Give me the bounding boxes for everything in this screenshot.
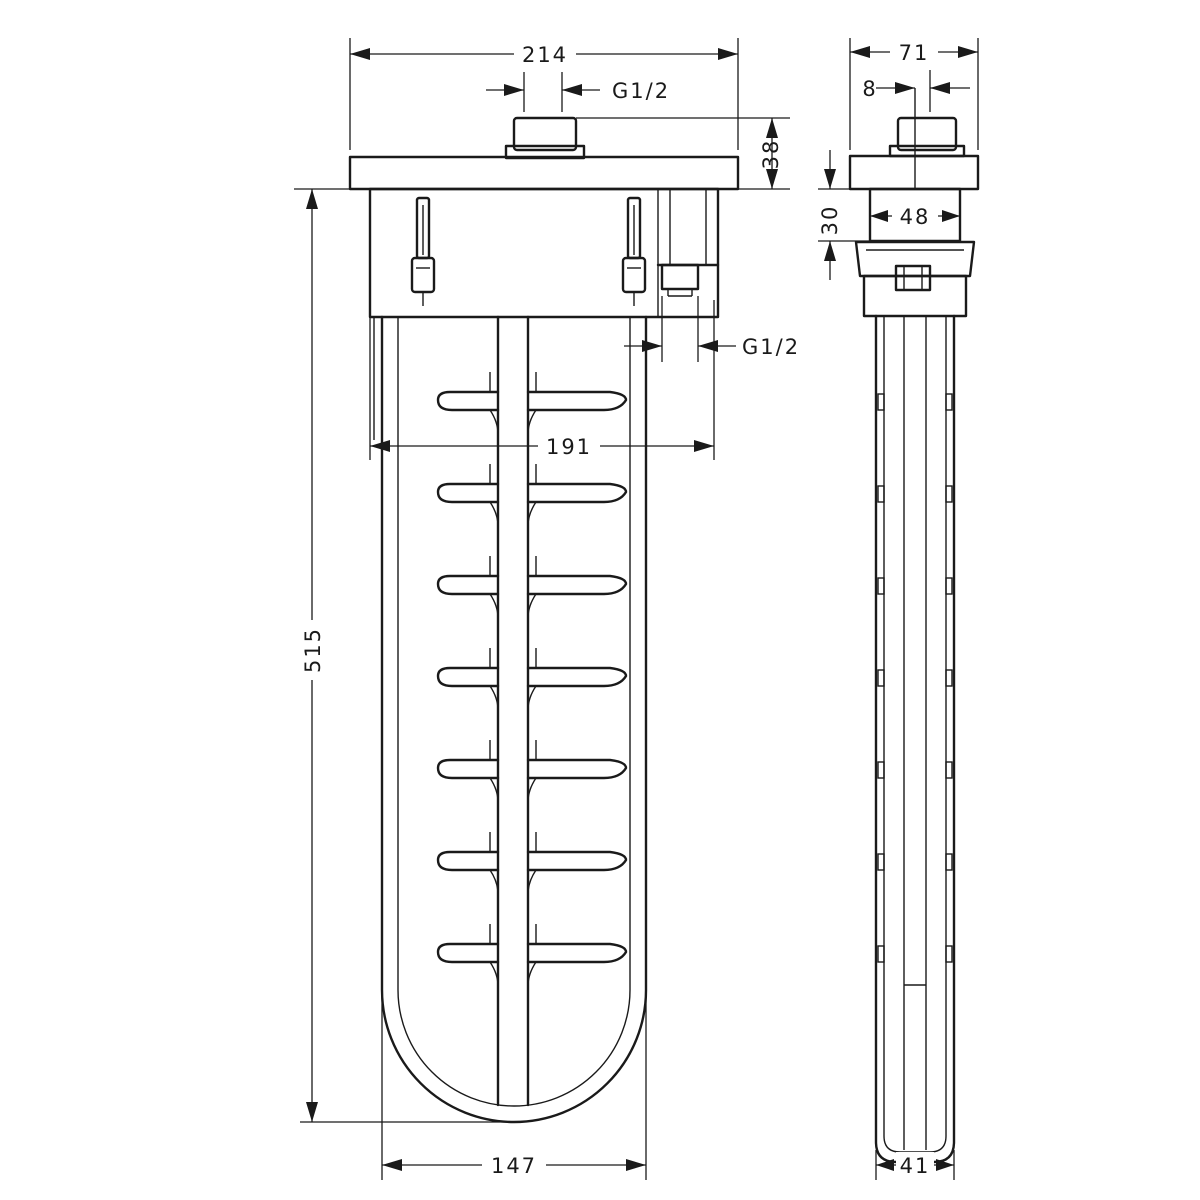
dim-48-label: 48 [900, 205, 931, 229]
side-rib-mark [877, 577, 953, 595]
dim-214-label: 214 [522, 43, 568, 67]
dim-41-label: 41 [900, 1154, 931, 1178]
basket-rib-row [436, 464, 628, 527]
side-rib-mark [877, 485, 953, 503]
dim-191-label: 191 [546, 435, 592, 459]
side-rib-mark [877, 945, 953, 963]
dim-30-label: 30 [818, 205, 842, 236]
dim-38-label: 38 [759, 139, 783, 170]
basket-rib-row [436, 648, 628, 711]
side-rib-mark [877, 853, 953, 871]
dim-overall-depth: 71 [849, 38, 979, 150]
dim-g12-top-label: G1/2 [612, 79, 670, 103]
dim-515-label: 515 [301, 627, 325, 673]
left-clip [410, 196, 436, 306]
dim-71-label: 71 [899, 41, 930, 65]
side-basket [874, 314, 956, 1164]
dim-neck-height: 30 [818, 150, 870, 280]
dim-basket-width: 147 [381, 990, 647, 1180]
basket-rib-row [436, 832, 628, 895]
top-connector [504, 116, 586, 160]
side-rib-mark [877, 761, 953, 779]
flange-plate [348, 155, 740, 191]
side-flange [848, 154, 980, 191]
dim-basket-depth: 41 [875, 1150, 955, 1180]
dim-147-label: 147 [491, 1154, 537, 1178]
side-view: 71 8 30 48 [818, 38, 980, 1180]
basket-body [373, 315, 648, 1124]
basket-rib-row [436, 556, 628, 619]
dim-overall-width: 214 [349, 38, 739, 150]
dim-side-connection: G1/2 [624, 296, 800, 362]
side-top-connector [896, 116, 958, 152]
dim-flange-height: 38 [576, 117, 790, 190]
dim-neck-width: 48 [870, 203, 960, 229]
basket-ribs [436, 372, 628, 987]
dim-top-connection: G1/2 [486, 72, 670, 112]
dim-body-width: 191 [369, 300, 715, 460]
basket-rib-row [436, 740, 628, 803]
basket-rib-row [436, 372, 628, 435]
dim-8-label: 8 [862, 77, 877, 101]
front-view: 214 G1/2 38 515 [294, 38, 800, 1180]
side-rib-mark [877, 393, 953, 411]
basket-rib-row [436, 924, 628, 987]
right-clip [621, 196, 647, 306]
dim-offset: 8 [862, 70, 970, 112]
dim-g12-side-label: G1/2 [742, 335, 800, 359]
housing [368, 187, 720, 319]
dim-overall-height: 515 [294, 188, 514, 1123]
side-clip-bracket [854, 240, 976, 318]
side-rib-mark [877, 669, 953, 687]
side-basket-ribs [877, 393, 953, 963]
